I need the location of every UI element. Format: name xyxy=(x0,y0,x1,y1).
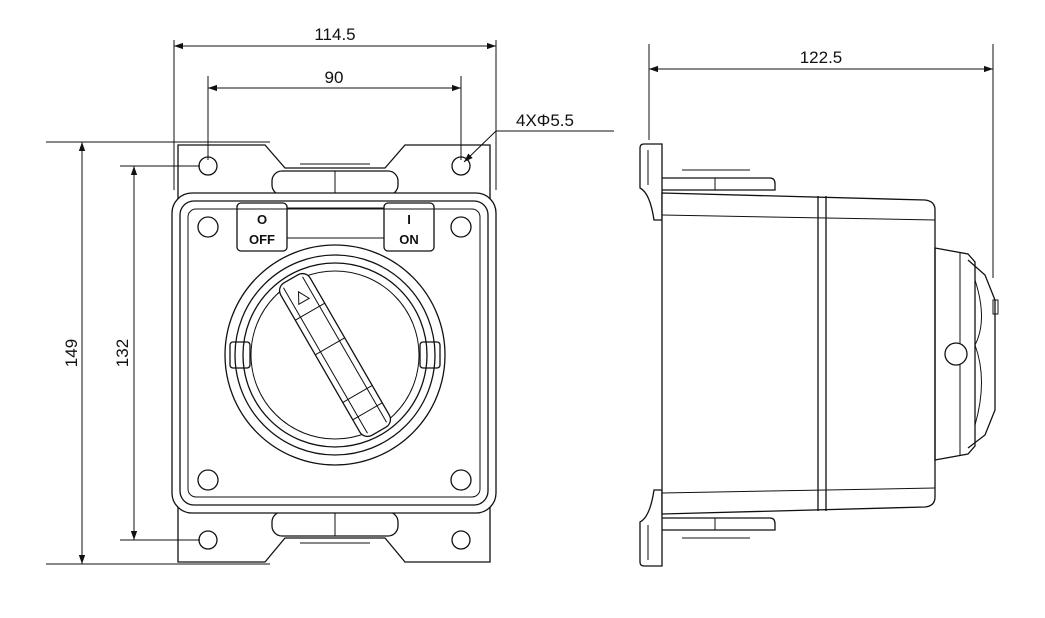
side-bottom-gland xyxy=(662,517,776,539)
side-view xyxy=(639,143,999,567)
dim-hole-spec: 4XΦ5.5 xyxy=(516,111,574,130)
front-view: O OFF I ON xyxy=(171,144,497,563)
dim-overall-width: 114.5 xyxy=(314,25,355,44)
mounting-flange xyxy=(177,144,491,563)
knob-arrow-icon xyxy=(297,290,311,306)
dim-overall-height: 149 xyxy=(62,339,81,367)
housing-face xyxy=(187,208,481,498)
on-text: ON xyxy=(399,232,419,247)
hole-leader-line xyxy=(463,130,497,163)
cover-screw-bottom-right xyxy=(450,469,472,491)
knob-handle xyxy=(278,272,392,438)
dim-hole-spacing-horizontal: 90 xyxy=(325,68,344,87)
side-knob xyxy=(934,247,999,461)
side-flange xyxy=(639,143,663,221)
off-symbol: O xyxy=(257,212,267,227)
off-text: OFF xyxy=(249,232,275,247)
rotary-knob xyxy=(224,244,446,466)
housing-inner xyxy=(179,200,489,506)
cover-screw-bottom-left xyxy=(197,469,219,491)
side-dimensions: 122.5 xyxy=(648,44,994,278)
dim-depth: 122.5 xyxy=(800,48,843,67)
mounting-hole-bottom-left xyxy=(198,530,218,550)
cover-screw-top-right xyxy=(450,216,472,238)
dim-hole-spacing-vertical: 132 xyxy=(113,339,132,367)
side-body xyxy=(661,192,936,515)
side-top-gland xyxy=(662,169,776,191)
mounting-hole-bottom-right xyxy=(451,530,471,550)
on-symbol: I xyxy=(407,212,411,227)
front-dimensions: 114.5 90 4XΦ5.5 149 132 xyxy=(46,25,614,565)
cover-screw-top-left xyxy=(197,216,219,238)
